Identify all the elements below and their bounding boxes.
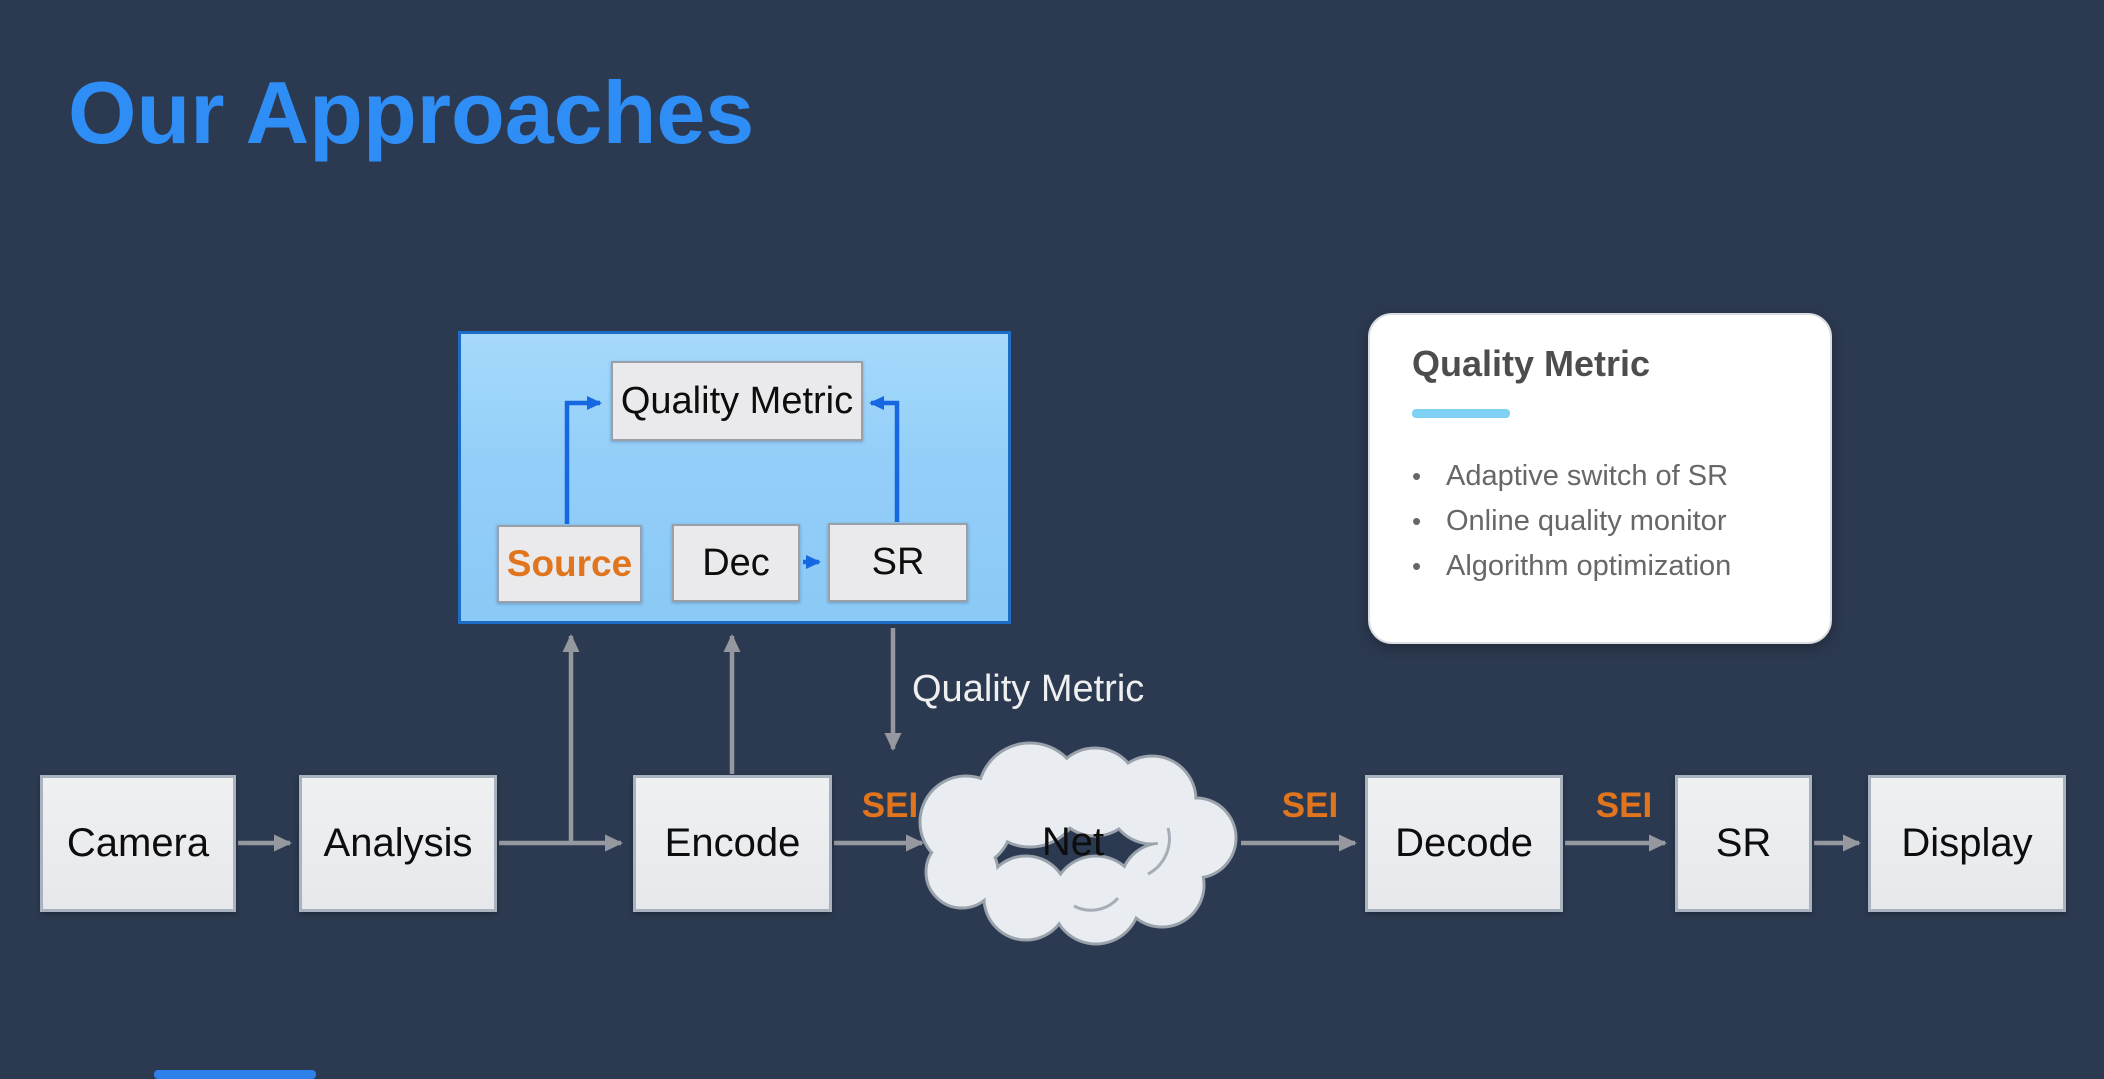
node-analysis: Analysis (299, 775, 497, 912)
node-camera: Camera (40, 775, 236, 912)
bullet-icon: • (1412, 506, 1422, 536)
arrow-sr-qualitymetric (869, 396, 900, 522)
gray-arrow-group (238, 628, 1861, 852)
net-cloud (918, 741, 1238, 946)
node-dec: Dec (672, 524, 800, 602)
quality-metric-out-label: Quality Metric (912, 668, 1145, 710)
bullet-text: Algorithm optimization (1446, 550, 1732, 582)
slide-title: Our Approaches (68, 63, 755, 162)
list-item: • Online quality monitor (1412, 499, 1790, 544)
bullet-icon: • (1412, 551, 1422, 581)
card-underline-accent (1412, 409, 1510, 418)
list-item: • Adaptive switch of SR (1412, 454, 1790, 499)
sei-label-2: SEI (1281, 786, 1339, 825)
card-title: Quality Metric (1412, 343, 1651, 384)
node-display: Display (1868, 775, 2066, 912)
sei-label-1: SEI (861, 786, 919, 825)
blue-arrow-group (564, 396, 900, 569)
node-decode: Decode (1365, 775, 1563, 912)
quality-metric-card: Quality Metric • Adaptive switch of SR •… (1368, 313, 1832, 644)
node-source: Source (497, 525, 642, 603)
card-bullet-list: • Adaptive switch of SR • Online quality… (1412, 454, 1790, 589)
arrow-source-qualitymetric (564, 396, 602, 524)
bullet-text: Online quality monitor (1446, 505, 1727, 537)
net-cloud-label: Net (1041, 820, 1105, 864)
bullet-icon: • (1412, 461, 1422, 491)
list-item: • Algorithm optimization (1412, 544, 1790, 589)
node-encode: Encode (633, 775, 832, 912)
bullet-text: Adaptive switch of SR (1446, 460, 1729, 492)
sei-label-3: SEI (1595, 786, 1653, 825)
progress-bar (154, 1070, 316, 1079)
node-sr: SR (1675, 775, 1812, 912)
node-sr-panel: SR (828, 523, 968, 602)
node-quality-metric: Quality Metric (611, 361, 863, 441)
